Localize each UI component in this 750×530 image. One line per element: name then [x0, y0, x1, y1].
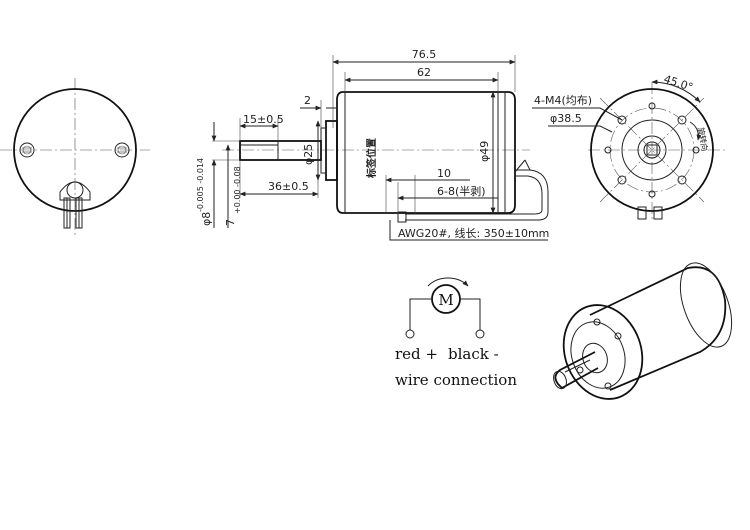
red-terminal-label: red +: [395, 345, 438, 363]
dim-shaft-total: 36±0.5: [268, 180, 309, 193]
label-position-note: 标签位置: [365, 138, 378, 179]
output-shaft: [239, 140, 322, 161]
wiring-caption: wire connection: [395, 371, 517, 389]
dim-pcd: φ38.5: [550, 112, 582, 125]
dim-wire-10: 10: [437, 167, 451, 180]
isometric-view: [553, 262, 733, 400]
dim-body-dia: φ49: [478, 141, 491, 162]
dim-shaft-dia: φ8: [200, 212, 213, 226]
dim-flange: 2: [304, 94, 311, 107]
rotation-note: 旋转向: [696, 127, 710, 152]
front-boss: [325, 120, 338, 181]
rear-view: [0, 78, 150, 238]
motor-symbol: M: [438, 291, 453, 309]
dim-mount-holes: 4-M4(均布): [534, 94, 592, 107]
motor-body: [336, 91, 516, 214]
dim-flat-tol: +0.00 -0.08: [233, 166, 242, 214]
side-view: 76.5 62 2 15±0.5 36±0.5 φ25 标签位置 φ49 φ8 …: [196, 48, 549, 241]
rear-terminal-right: [114, 142, 130, 158]
dim-body-length: 62: [417, 66, 431, 79]
dim-strip-length: 6-8(半剥): [437, 184, 486, 198]
side-lead-wires: [397, 159, 549, 223]
dim-shaft-flat: 15±0.5: [243, 113, 284, 126]
dim-shaft-tol: -0.005 -0.014: [196, 158, 205, 212]
wiring-schematic: M red + black - wire connection: [395, 277, 517, 389]
dim-boss-dia: φ25: [302, 144, 315, 165]
dim-overall-length: 76.5: [412, 48, 437, 61]
rear-terminal-left: [19, 142, 35, 158]
rear-wire-exit: [59, 181, 91, 229]
front-view: 4-M4(均布) φ38.5 45.0° 旋转向: [532, 72, 728, 222]
black-terminal-label: black -: [448, 345, 499, 363]
wire-spec: AWG20#, 线长: 350±10mm: [398, 226, 549, 240]
mounting-holes: [604, 102, 700, 198]
dim-flat: 7: [224, 219, 237, 226]
